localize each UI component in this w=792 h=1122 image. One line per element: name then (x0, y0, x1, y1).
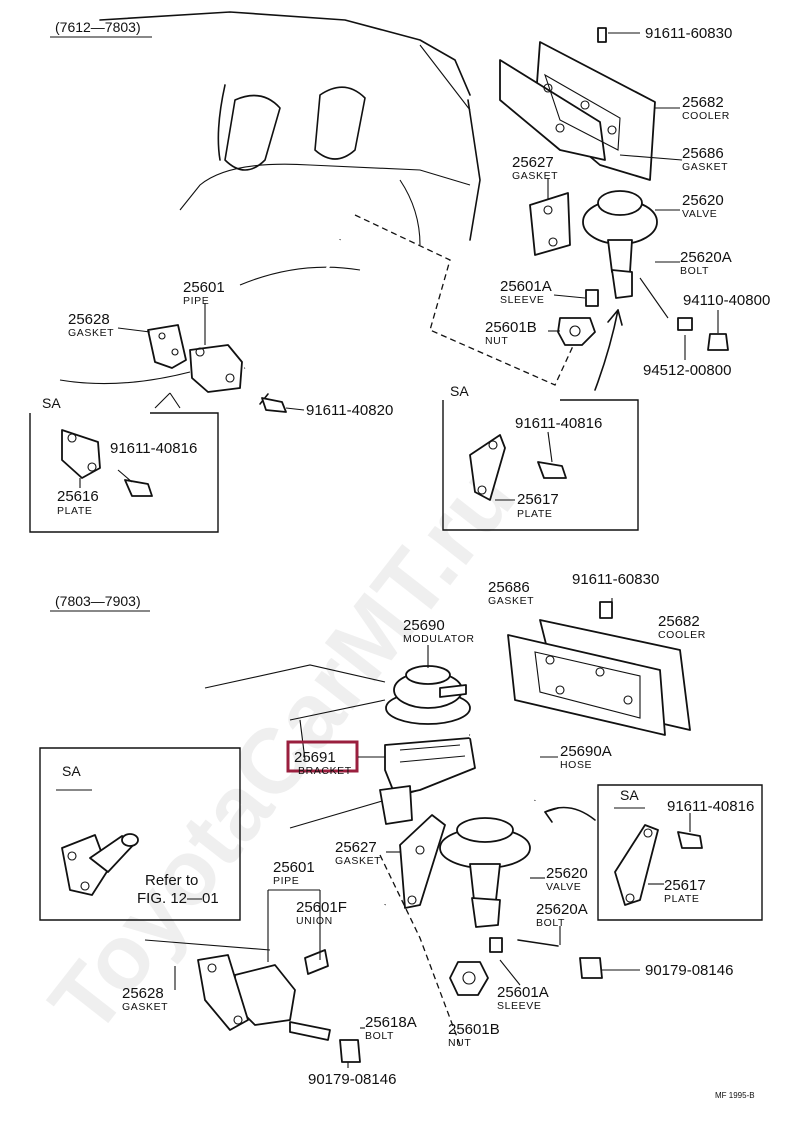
callout-top-25628-name: GASKET (68, 327, 114, 339)
callout-top-25601a-name: SLEEVE (500, 294, 544, 306)
callout-bottom-25628-name: GASKET (122, 1001, 168, 1013)
pipe-assembly (147, 239, 342, 413)
top-sa-right-label: SA (450, 383, 469, 399)
bottom-sa-left-refer-fig: FIG. 12—01 (137, 890, 219, 907)
callout-bottom-25628-number: 25628 (122, 985, 164, 1002)
callout-top-25682-name: COOLER (682, 110, 730, 122)
callout-bottom-25601b-name: NUT (448, 1037, 471, 1049)
top-arrow-right (594, 309, 619, 391)
top-sa-right-plate-name: PLATE (517, 508, 552, 520)
callout-bottom-25620-name: VALVE (546, 881, 581, 893)
bottom-sa-right-bolt-number: 91611-40816 (667, 798, 754, 815)
top-valve (529, 190, 729, 351)
top-sa-right-bolt-number: 91611-40816 (515, 415, 602, 432)
callout-bottom-25691-name: BRACKET (298, 765, 352, 777)
callout-bottom-25690-number: 25690 (403, 617, 445, 634)
callout-top-25620-number: 25620 (682, 192, 724, 209)
bottom-sa-left-box: SA Refer to FIG. 12—01 (39, 747, 241, 921)
callout-bottom-25691-number: 25691 (294, 749, 336, 766)
bottom-period-label: (7803—7903) (55, 593, 141, 609)
callout-bottom-25601b-number: 25601B (448, 1021, 500, 1038)
callout-top-25628-number: 25628 (68, 311, 110, 328)
callout-top-25627-number: 25627 (512, 154, 554, 171)
bottom-sa-right-box: SA 91611-40816 25617 PLATE (597, 784, 763, 921)
top-period-label: (7612—7803) (55, 19, 141, 35)
bottom-leaders (174, 598, 640, 1068)
callout-bottom-25682-name: COOLER (658, 629, 706, 641)
bottom-pipe-assembly (197, 854, 461, 1063)
callout-bottom-25690a-number: 25690A (560, 743, 612, 760)
bottom-bracket (379, 737, 476, 825)
callout-bottom-25682-number: 25682 (658, 613, 700, 630)
top-dashed-leader (354, 214, 586, 386)
callout-bottom-90179-08146-pipe-number: 90179-08146 (308, 1071, 396, 1088)
top-sa-left-plate-name: PLATE (57, 505, 92, 517)
top-section: (7612—7803) (29, 11, 770, 533)
callout-bottom-25601-number: 25601 (273, 859, 315, 876)
callout-bottom-25601f-name: UNION (296, 915, 333, 927)
bottom-callouts: 25686 GASKET 91611-60830 25682 COOLER 25… (122, 571, 733, 1088)
callout-bottom-25690a-name: HOSE (560, 759, 592, 771)
top-sa-left-plate-number: 25616 (57, 488, 99, 505)
callout-bottom-25620-number: 25620 (546, 865, 588, 882)
callout-bottom-25601a-name: SLEEVE (497, 1000, 541, 1012)
top-sa-left-bolt-number: 91611-40816 (110, 440, 197, 457)
callout-top-94110-40800-number: 94110-40800 (683, 292, 770, 309)
footer-code: MF 1995-B (715, 1091, 755, 1100)
highlight-box-25691 (286, 740, 359, 773)
callout-top-25620a-name: BOLT (680, 265, 709, 277)
callout-bottom-25618a-name: BOLT (365, 1030, 394, 1042)
bottom-sa-left-refer: Refer to (145, 872, 198, 889)
bottom-sa-right-plate-number: 25617 (664, 877, 706, 894)
callout-bottom-25601a-number: 25601A (497, 984, 549, 1001)
callout-top-25601-name: PIPE (183, 295, 209, 307)
callout-top-25601b-number: 25601B (485, 319, 537, 336)
bottom-valve (399, 814, 603, 996)
callout-bottom-25686-number: 25686 (488, 579, 530, 596)
callout-bottom-91611-60830-number: 91611-60830 (572, 571, 659, 588)
top-sa-right-box: SA 91611-40816 25617 PLATE (442, 383, 639, 531)
callout-bottom-25618a-number: 25618A (365, 1014, 417, 1031)
callout-top-25620-name: VALVE (682, 208, 717, 220)
callout-top-25686-number: 25686 (682, 145, 724, 162)
callout-bottom-25690-name: MODULATOR (403, 633, 475, 645)
callout-top-25627-name: GASKET (512, 170, 558, 182)
bottom-sa-left-label: SA (62, 763, 81, 779)
callout-top-25682-number: 25682 (682, 94, 724, 111)
callout-top-91611-40820-number: 91611-40820 (306, 402, 393, 419)
top-sa-left-box: SA 91611-40816 25616 PLATE (29, 395, 219, 533)
callout-top-25601-number: 25601 (183, 279, 225, 296)
bottom-section: (7803—7903) (39, 571, 763, 1088)
bottom-sa-right-label: SA (620, 787, 639, 803)
callout-top-25620a-number: 25620A (680, 249, 732, 266)
callout-top-94512-00800-number: 94512-00800 (643, 362, 731, 379)
top-sa-left-label: SA (42, 395, 61, 411)
callout-top-25601a-number: 25601A (500, 278, 552, 295)
callout-bottom-25627-number: 25627 (335, 839, 377, 856)
callout-bottom-25601f-number: 25601F (296, 899, 347, 916)
bottom-cooler (507, 601, 691, 736)
bottom-modulator (385, 665, 471, 725)
top-leaders (117, 32, 719, 411)
bottom-sa-right-plate-name: PLATE (664, 893, 699, 905)
callout-top-91611-60830-number: 91611-60830 (645, 25, 732, 42)
top-callouts: 91611-60830 25682 COOLER 25686 GASKET 25… (68, 25, 770, 419)
top-sa-right-plate-number: 25617 (517, 491, 559, 508)
top-cooler (499, 27, 656, 181)
callout-bottom-25686-name: GASKET (488, 595, 534, 607)
callout-top-25686-name: GASKET (682, 161, 728, 173)
callout-bottom-90179-08146-number: 90179-08146 (645, 962, 733, 979)
engine-block (59, 11, 481, 385)
callout-top-25601b-name: NUT (485, 335, 508, 347)
callout-bottom-25620a-name: BOLT (536, 917, 565, 929)
callout-bottom-25627-name: GASKET (335, 855, 381, 867)
callout-bottom-25620a-number: 25620A (536, 901, 588, 918)
top-arrow-left (154, 392, 181, 409)
callout-bottom-25601-name: PIPE (273, 875, 299, 887)
